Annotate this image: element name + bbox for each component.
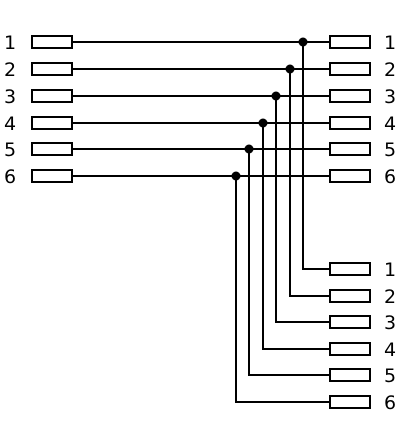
left-pin-3-label: 3 [4, 86, 16, 108]
left-pin-5-terminal [31, 142, 73, 156]
junctions [231, 37, 308, 181]
right-b-pin-2-label: 2 [384, 286, 396, 308]
wire-4-branch [262, 123, 330, 350]
left-pin-6-terminal [31, 169, 73, 183]
right-a-pin-3-label: 3 [384, 86, 396, 108]
right-a-pin-6-terminal [329, 169, 371, 183]
left-pin-4-label: 4 [4, 113, 16, 135]
left-pin-1-terminal [31, 35, 73, 49]
wire-1-branch [302, 42, 330, 270]
right-a-pin-3-terminal [329, 89, 371, 103]
junction-4 [258, 118, 268, 128]
right-b-pin-4-label: 4 [384, 339, 396, 361]
wire-3-branch [275, 96, 330, 323]
right-b-pin-5-terminal [329, 368, 371, 382]
right-a-pin-1-label: 1 [384, 32, 396, 54]
junction-1 [298, 37, 308, 47]
right-b-pin-6-label: 6 [384, 392, 396, 414]
left-pin-3-terminal [31, 89, 73, 103]
junction-6 [231, 171, 241, 181]
left-pin-2-label: 2 [4, 59, 16, 81]
right-a-pin-5-label: 5 [384, 139, 396, 161]
junction-2 [285, 64, 295, 74]
junction-5 [244, 144, 254, 154]
right-connector-b: 1 2 3 4 5 6 [329, 259, 396, 414]
left-connector: 1 2 3 4 5 6 [4, 32, 73, 188]
right-a-pin-4-terminal [329, 116, 371, 130]
right-a-pin-5-terminal [329, 142, 371, 156]
left-pin-4-terminal [31, 116, 73, 130]
wire-5-branch [248, 149, 330, 376]
right-a-pin-6-label: 6 [384, 166, 396, 188]
right-a-pin-4-label: 4 [384, 113, 396, 135]
right-b-pin-1-terminal [329, 262, 371, 276]
right-b-pin-3-terminal [329, 315, 371, 329]
left-pin-6-label: 6 [4, 166, 16, 188]
right-a-pin-2-label: 2 [384, 59, 396, 81]
right-b-pin-5-label: 5 [384, 365, 396, 387]
right-b-pin-6-terminal [329, 395, 371, 409]
wire-6-branch [235, 176, 330, 403]
right-b-pin-2-terminal [329, 289, 371, 303]
right-b-pin-3-label: 3 [384, 312, 396, 334]
junction-3 [271, 91, 281, 101]
left-pin-1-label: 1 [4, 32, 16, 54]
right-a-pin-2-terminal [329, 62, 371, 76]
right-b-pin-1-label: 1 [384, 259, 396, 281]
right-a-pin-1-terminal [329, 35, 371, 49]
right-connector-a: 1 2 3 4 5 6 [329, 32, 396, 188]
left-pin-2-terminal [31, 62, 73, 76]
wire-2-branch [289, 69, 330, 297]
left-pin-5-label: 5 [4, 139, 16, 161]
wires [72, 41, 330, 403]
right-b-pin-4-terminal [329, 342, 371, 356]
